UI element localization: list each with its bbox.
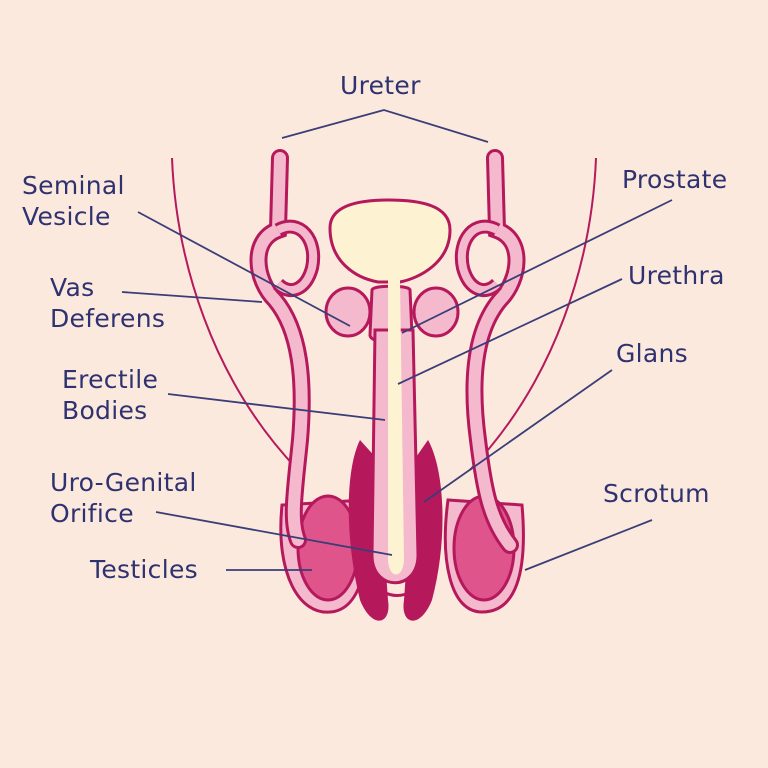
seminal-vesicle-left: [324, 286, 372, 338]
leader-glans: [423, 369, 613, 503]
label-glans: Glans: [616, 338, 688, 369]
leader-prostate: [401, 199, 673, 334]
urethra-channel: [388, 280, 404, 575]
label-seminal-vesicle: Seminal Vesicle: [22, 170, 125, 232]
label-seminal-vesicle-line1: Seminal: [22, 171, 125, 200]
label-erectile-bodies-line2: Bodies: [62, 396, 148, 425]
label-scrotum: Scrotum: [603, 478, 710, 509]
leader-ureter: [281, 109, 489, 143]
seminal-vesicle-right: [412, 286, 460, 338]
label-uro-genital-orifice-line2: Orifice: [50, 499, 134, 528]
leader-vas-deferens: [121, 291, 263, 303]
label-erectile-bodies: Erectile Bodies: [62, 364, 158, 426]
body-outline-right: [469, 157, 597, 471]
leader-seminal-vesicle: [137, 211, 351, 327]
label-urethra: Urethra: [628, 260, 725, 291]
leader-erectile-bodies: [167, 393, 386, 421]
label-vas-deferens-line2: Deferens: [50, 304, 166, 333]
leader-scrotum: [524, 519, 653, 571]
glans-shape: [358, 469, 433, 597]
label-vas-deferens: Vas Deferens: [50, 272, 165, 334]
label-prostate-text: Prostate: [622, 165, 728, 194]
label-seminal-vesicle-line2: Vesicle: [22, 202, 111, 231]
leader-urethra: [397, 278, 623, 385]
label-scrotum-text: Scrotum: [603, 479, 710, 508]
label-prostate: Prostate: [622, 164, 727, 195]
label-erectile-bodies-line1: Erectile: [62, 365, 159, 394]
label-ureter: Ureter: [340, 70, 421, 101]
label-testicles: Testicles: [90, 554, 198, 585]
label-ureter-text: Ureter: [340, 71, 421, 100]
label-glans-text: Glans: [616, 339, 689, 368]
label-uro-genital-orifice-line1: Uro-Genital: [50, 468, 197, 497]
label-testicles-text: Testicles: [90, 555, 198, 584]
bladder: [328, 198, 452, 284]
label-urethra-text: Urethra: [628, 261, 725, 290]
label-uro-genital-orifice: Uro-Genital Orifice: [50, 467, 197, 529]
label-vas-deferens-line1: Vas: [50, 273, 95, 302]
body-outline-left: [171, 157, 299, 471]
leader-uro-genital-orifice: [155, 511, 393, 556]
leader-lines: [121, 109, 673, 571]
